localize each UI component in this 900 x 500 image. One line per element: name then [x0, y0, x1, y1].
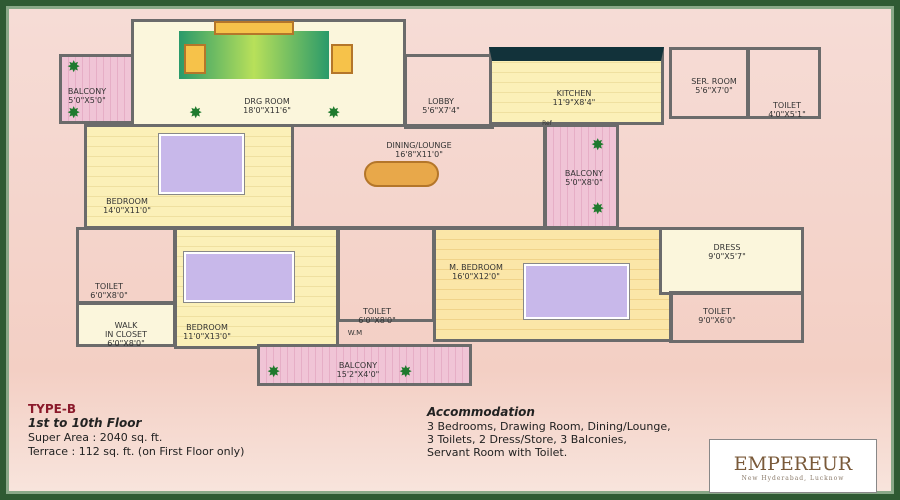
armchair — [331, 44, 353, 74]
balcony-bottom — [257, 344, 472, 386]
bed — [523, 263, 630, 320]
plant-icon: ✸ — [67, 103, 81, 122]
kitchen — [489, 47, 664, 125]
room-name: BEDROOM — [186, 323, 228, 332]
room-name: M. BEDROOM — [449, 263, 503, 272]
logo-brand: EMPEREUR — [733, 453, 853, 475]
plant-icon: ✸ — [267, 362, 281, 381]
room-name: DRG ROOM — [244, 97, 290, 106]
room-size: 9'0"X5'7" — [708, 252, 746, 261]
floor-range: 1st to 10th Floor — [28, 416, 142, 430]
room-size: 5'6"X7'0" — [695, 86, 733, 95]
room-size: 16'0"X12'0" — [452, 272, 500, 281]
lobby — [404, 54, 494, 129]
room-size: 9'0"X6'0" — [698, 316, 736, 325]
room-size: 11'9"X8'4" — [552, 98, 596, 107]
room-size: 6'0"X8'0" — [90, 291, 128, 300]
wm-label: W.M — [347, 329, 363, 337]
plant-icon: ✸ — [591, 135, 605, 154]
room-size: 15'2"X4'0" — [336, 370, 380, 379]
room-size: 5'0"X8'0" — [565, 178, 603, 187]
servant-toilet — [747, 47, 821, 119]
walk-in-closet — [76, 302, 176, 347]
plant-icon: ✸ — [327, 103, 341, 122]
plan-type: TYPE-B — [28, 402, 76, 416]
bed — [158, 133, 245, 195]
plant-icon: ✸ — [591, 199, 605, 218]
room-name: BALCONY — [67, 87, 107, 96]
toilet-3 — [669, 291, 804, 343]
room-name: BEDROOM — [106, 197, 148, 206]
room-name: DINING/LOUNGE — [386, 141, 452, 150]
accommodation-line: 3 Bedrooms, Drawing Room, Dining/Lounge, — [427, 420, 671, 433]
dining-table — [364, 161, 439, 187]
accommodation-line: Servant Room with Toilet. — [427, 446, 568, 459]
balcony-right — [544, 124, 619, 229]
room-name: BALCONY — [564, 169, 604, 178]
room-size: 14'0"X11'0" — [103, 206, 151, 215]
plant-icon: ✸ — [399, 362, 413, 381]
accommodation-title: Accommodation — [427, 405, 535, 419]
room-name: TOILET — [773, 101, 801, 110]
super-area: Super Area : 2040 sq. ft. — [28, 431, 163, 444]
room-size: 6'0"X8'0" — [107, 339, 145, 348]
room-name: TOILET — [95, 282, 123, 291]
room-size: 5'0"X5'0" — [68, 96, 106, 105]
room-name: TOILET — [703, 307, 731, 316]
accommodation-line: 3 Toilets, 2 Dress/Store, 3 Balconies, — [427, 433, 627, 446]
logo-tagline: New Hyderabad, Lucknow — [741, 475, 845, 482]
room-size: 6'0"X8'0" — [358, 316, 396, 325]
room-size: 16'8"X11'0" — [395, 150, 443, 159]
master-bedroom — [433, 227, 673, 342]
room-name: BALCONY — [338, 361, 378, 370]
room-size: 4'0"X5'1" — [768, 110, 806, 119]
room-size: 11'0"X13'0" — [183, 332, 231, 341]
dress — [659, 227, 804, 295]
balcony-left — [59, 54, 134, 124]
ref-label: Ref — [542, 120, 552, 127]
terrace-area: Terrace : 112 sq. ft. (on First Floor on… — [28, 445, 245, 458]
empereur-logo: EMPEREUR New Hyderabad, Lucknow — [709, 439, 877, 493]
sofa — [214, 21, 294, 35]
bed — [183, 251, 295, 303]
room-size: 18'0"X11'6" — [243, 106, 291, 115]
room-name: LOBBY — [428, 97, 454, 106]
room-name: TOILET — [363, 307, 391, 316]
room-name: WALK IN CLOSET — [105, 321, 147, 339]
room-size: 5'6"X7'4" — [422, 106, 460, 115]
plant-icon: ✸ — [67, 57, 81, 76]
room-name: SER. ROOM — [691, 77, 737, 86]
room-name: DRESS — [713, 243, 741, 252]
armchair — [184, 44, 206, 74]
room-name: KITCHEN — [556, 89, 592, 98]
plant-icon: ✸ — [189, 103, 203, 122]
